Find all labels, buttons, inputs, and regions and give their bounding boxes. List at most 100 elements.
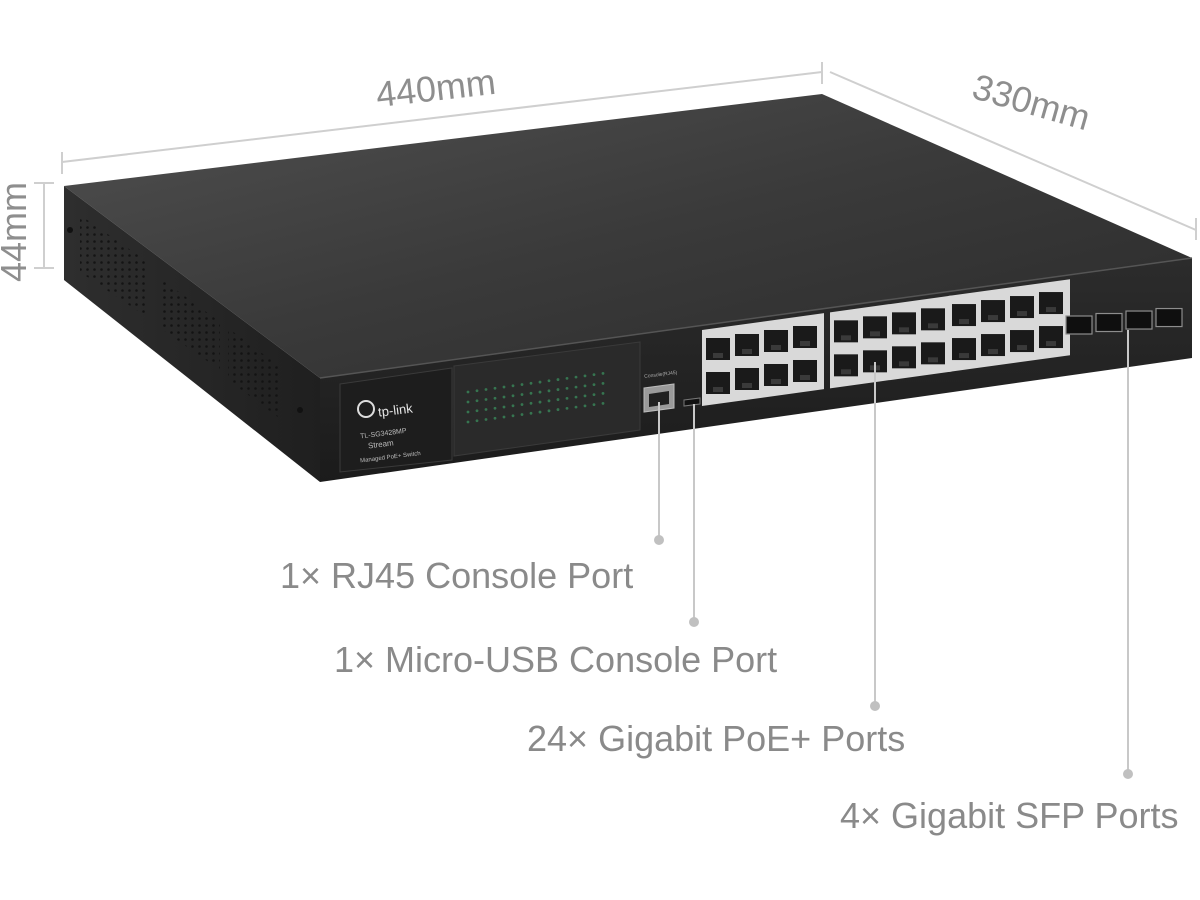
rj45-port-latch (841, 369, 851, 375)
status-led (529, 381, 533, 385)
rj45-port-latch (800, 340, 810, 346)
status-led (475, 389, 479, 393)
rj45-port-latch (928, 323, 938, 329)
rj45-port-latch (988, 349, 998, 355)
rj45-port-latch (742, 348, 752, 354)
status-led (556, 388, 560, 391)
status-led (565, 406, 569, 410)
sfp-port (1065, 315, 1093, 335)
sfp-port (1155, 307, 1183, 328)
brand-name: tp-link (377, 400, 414, 419)
series-name: Stream (367, 438, 394, 450)
sfp-port (1095, 312, 1123, 333)
status-led (502, 395, 506, 399)
rj45-port (921, 342, 945, 365)
rj45-port (1039, 326, 1063, 349)
rj45-port-latch (800, 374, 810, 380)
rj45-port (981, 300, 1005, 323)
status-led (538, 390, 542, 394)
brand-panel (339, 367, 453, 473)
rj45-port (1039, 292, 1063, 315)
status-led (466, 410, 470, 414)
status-led (511, 404, 515, 408)
status-led (520, 383, 524, 386)
status-led (547, 389, 551, 393)
status-led (601, 391, 605, 395)
status-led (538, 410, 542, 414)
rj45-port (863, 316, 887, 339)
micro-usb-console-port (683, 397, 701, 407)
status-led (592, 393, 596, 397)
rj45-port (706, 338, 730, 360)
status-led (547, 409, 551, 413)
status-led (556, 378, 560, 381)
rj45-port (764, 329, 788, 352)
side-vent-2 (160, 278, 220, 370)
status-led (547, 399, 551, 403)
dimension-guides (34, 62, 1197, 269)
status-led (583, 404, 587, 408)
sfp-port (1125, 310, 1153, 330)
status-led (574, 375, 578, 379)
status-led (574, 395, 578, 399)
status-led (565, 396, 569, 400)
rj45-port (735, 333, 759, 356)
status-led (601, 401, 605, 405)
status-led (511, 384, 515, 388)
status-led (484, 398, 488, 401)
rj45-port (921, 308, 945, 331)
rj45-port-latch (899, 327, 909, 333)
status-led (529, 411, 533, 415)
status-led (502, 385, 506, 389)
rj45-port (834, 320, 858, 343)
status-led (556, 398, 560, 401)
status-led (520, 413, 524, 416)
rj45-console-port (643, 383, 675, 413)
console-port-label: Console(RJ45) (644, 370, 678, 380)
rj45-port-latch (771, 344, 781, 350)
status-led (538, 400, 542, 404)
rj45-port (981, 334, 1005, 357)
status-led (511, 394, 515, 398)
rj45-port (793, 325, 817, 348)
rj45-port-latch (713, 387, 723, 392)
status-led (484, 408, 488, 411)
rj45-port-latch (959, 319, 969, 325)
rj45-port (892, 346, 916, 369)
status-led (565, 386, 569, 390)
status-led (574, 405, 578, 409)
status-led (502, 415, 506, 419)
rj45-port-latch (1017, 345, 1027, 351)
rj45-port (1010, 330, 1034, 353)
status-led (529, 401, 533, 405)
callout-gigabit-sfp-ports: 4× Gigabit SFP Ports (840, 795, 1179, 836)
status-led (502, 405, 506, 409)
rj45-port-latch (959, 353, 969, 359)
callout-gigabit-poe-ports: 24× Gigabit PoE+ Ports (527, 718, 906, 759)
rj45-port-latch (988, 315, 998, 321)
status-led (484, 388, 488, 391)
dimension-height: 44mm (0, 182, 34, 282)
status-led (493, 396, 497, 400)
status-led (556, 408, 560, 411)
gigabit-poe-port-bank (702, 279, 1070, 406)
rj45-port-latch (899, 361, 909, 367)
front-panel: tp-link TL-SG3428MP Stream Managed PoE+ … (339, 279, 1183, 473)
rj45-port (863, 350, 887, 373)
status-led-grid (466, 371, 605, 424)
status-led (538, 380, 542, 384)
side-vent-1 (80, 215, 148, 318)
status-led (592, 403, 596, 407)
status-led (547, 379, 551, 383)
status-led (511, 414, 515, 418)
callout-micro-usb-console-port: 1× Micro-USB Console Port (334, 639, 778, 680)
rj45-port-latch (1017, 311, 1027, 317)
status-led (493, 406, 497, 410)
rj45-port (764, 363, 788, 386)
status-led (466, 400, 470, 404)
side-vent-3 (228, 328, 282, 420)
rj45-port (706, 372, 730, 394)
sfp-port-bank (1065, 307, 1183, 335)
rj45-port (834, 354, 858, 377)
